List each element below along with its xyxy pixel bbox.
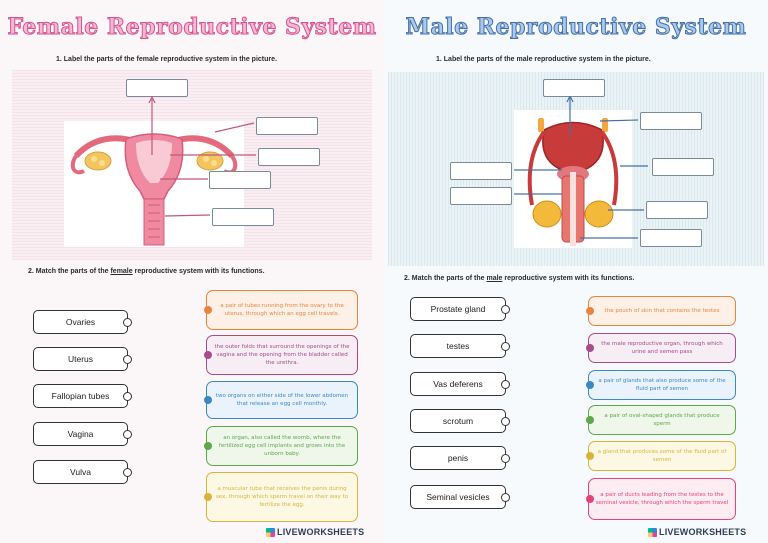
male-label-box-7[interactable] [640,229,702,247]
term-label: Vagina [67,429,94,439]
term-ovaries[interactable]: Ovaries [33,310,132,334]
function-text: the outer folds that surround the openin… [214,344,350,366]
female-instruction-2: 2. Match the parts of the female reprodu… [28,268,265,275]
connector-dot[interactable] [501,379,510,389]
connector-dot[interactable] [586,416,594,424]
male-label-box-3[interactable] [450,162,512,180]
male-pointer-arrows [514,96,648,239]
term-label: Fallopian tubes [51,391,110,401]
function-text: a pair of glands that also produce some … [598,378,726,392]
female-function-4[interactable]: an organ, also called the womb, where th… [204,426,358,466]
term-label: Uterus [67,354,94,364]
female-anatomy-illustration [70,133,238,246]
term-penis[interactable]: penis [410,446,510,470]
male-title: Male Reproductive System [405,14,747,41]
male-anatomy-illustration [527,118,619,246]
female-instruction-1: 1. Label the parts of the female reprodu… [56,56,277,63]
term-testes[interactable]: testes [410,334,510,358]
connector-dot[interactable] [123,391,132,401]
connector-dot[interactable] [123,429,132,439]
female-label-box-5[interactable] [212,208,274,226]
term-uterus[interactable]: Uterus [33,347,132,371]
liveworksheets-icon [648,527,657,537]
male-label-box-1[interactable] [543,79,605,97]
connector-dot[interactable] [501,453,510,463]
male-instruction-1: 1. Label the parts of the male reproduct… [436,56,651,63]
function-text: a muscular tube that receives the penis … [215,486,349,508]
term-prostate-gland[interactable]: Prostate gland [410,297,510,321]
brand-logo: LIVEWORKSHEETS [648,527,746,537]
connector-dot[interactable] [204,351,212,359]
male-function-4[interactable]: a pair of oval-shaped glands that produc… [586,405,736,435]
male-instruction-2: 2. Match the parts of the male reproduct… [404,275,635,282]
connector-dot[interactable] [501,304,510,314]
connector-dot[interactable] [586,495,594,503]
function-text: a pair of ducts leading from the testes … [595,492,729,506]
male-function-1[interactable]: the pouch of skin that contains the test… [586,296,736,326]
female-label-box-3[interactable] [258,148,320,166]
male-diagram [514,110,632,248]
female-function-5[interactable]: a muscular tube that receives the penis … [204,472,358,522]
term-label: Prostate gland [430,304,486,314]
connector-dot[interactable] [501,492,510,502]
liveworksheets-icon [266,527,275,537]
term-fallopian-tubes[interactable]: Fallopian tubes [33,384,132,408]
term-label: penis [447,453,469,463]
male-label-box-2[interactable] [640,112,702,130]
female-function-2[interactable]: the outer folds that surround the openin… [204,335,358,375]
connector-dot[interactable] [204,442,212,450]
connector-dot[interactable] [586,381,594,389]
female-function-3[interactable]: two organs on either side of the lower a… [204,381,358,419]
male-label-box-5[interactable] [450,187,512,205]
connector-dot[interactable] [204,396,212,404]
connector-dot[interactable] [501,341,510,351]
connector-dot[interactable] [204,493,212,501]
function-text: an organ, also called the womb, where th… [218,435,346,457]
male-function-2[interactable]: the male reproductive organ, through whi… [586,333,736,363]
term-label: Ovaries [65,317,96,327]
female-function-1[interactable]: a pair of tubes running from the ovary t… [204,290,358,330]
term-label: Vulva [70,467,91,477]
function-text: a pair of oval-shaped glands that produc… [604,413,720,427]
brand-logo: LIVEWORKSHEETS [266,527,364,537]
term-label: Vas deferens [433,379,483,389]
function-text: two organs on either side of the lower a… [215,393,349,407]
connector-dot[interactable] [501,416,510,426]
male-label-box-6[interactable] [646,201,708,219]
connector-dot[interactable] [586,344,594,352]
male-label-box-4[interactable] [652,158,714,176]
female-title: Female Reproductive System [7,14,377,41]
function-text: a pair of tubes running from the ovary t… [220,303,344,317]
male-function-6[interactable]: a pair of ducts leading from the testes … [586,478,736,520]
female-label-box-1[interactable] [126,79,188,97]
function-text: the pouch of skin that contains the test… [604,308,720,314]
term-vulva[interactable]: Vulva [33,460,132,484]
term-vas-deferens[interactable]: Vas deferens [410,372,510,396]
term-label: testes [446,341,470,351]
connector-dot[interactable] [586,452,594,460]
term-label: Seminal vesicles [426,492,490,502]
term-vagina[interactable]: Vagina [33,422,132,446]
connector-dot[interactable] [123,467,132,477]
term-scrotum[interactable]: scrotum [410,409,510,433]
connector-dot[interactable] [204,306,212,314]
female-label-box-2[interactable] [256,117,318,135]
female-label-box-4[interactable] [209,171,271,189]
connector-dot[interactable] [123,317,132,327]
female-pointer-arrows [148,95,256,217]
term-seminal-vesicles[interactable]: Seminal vesicles [410,485,510,509]
connector-dot[interactable] [586,307,594,315]
function-text: a gland that produces some of the fluid … [597,449,727,463]
connector-dot[interactable] [123,354,132,364]
male-function-3[interactable]: a pair of glands that also produce some … [586,370,736,400]
term-label: scrotum [442,416,474,426]
female-page: Female Reproductive System 1. Label the … [6,13,377,537]
function-text: the male reproductive organ, through whi… [601,341,723,355]
male-function-5[interactable]: a gland that produces some of the fluid … [586,441,736,471]
